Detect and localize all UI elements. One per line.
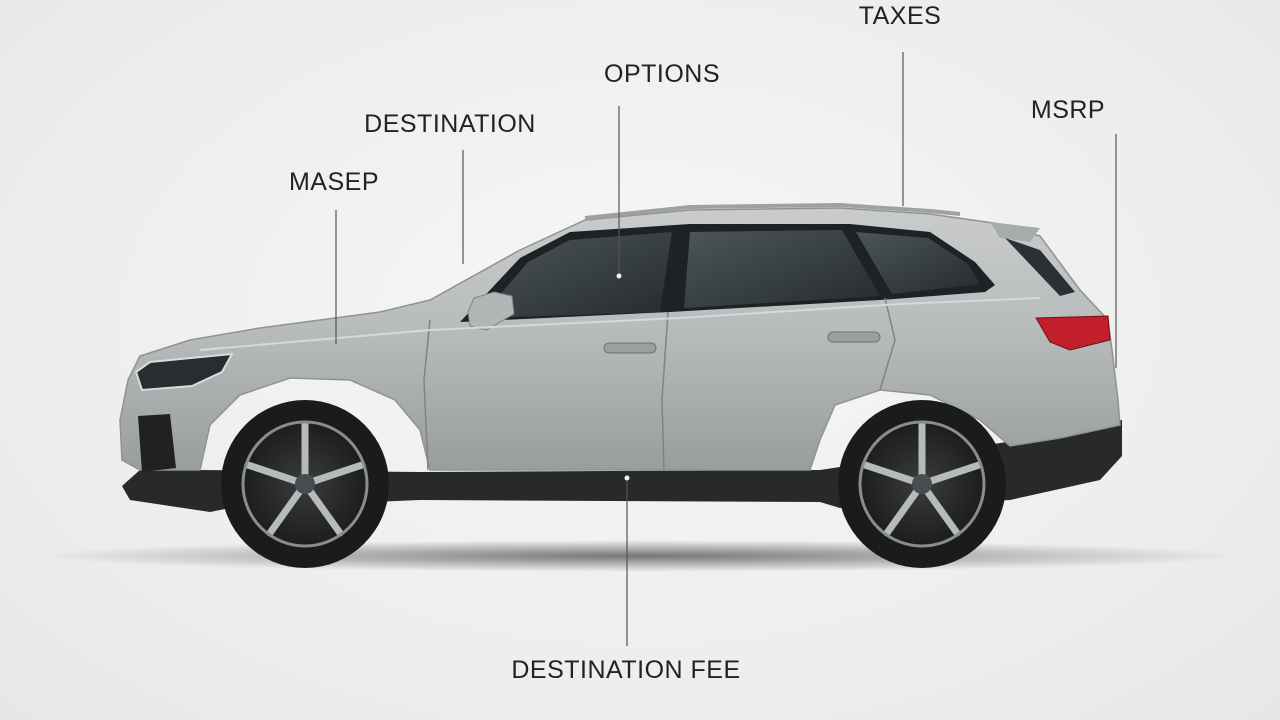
roof-spoiler [990,222,1040,242]
door-line-mid [661,311,669,471]
marker-dot-destination-fee [624,475,630,481]
quarter-window [856,232,980,294]
rear-glass [1005,238,1075,296]
label-destination-fee: DESTINATION FEE [511,656,741,684]
door-line-rear [879,297,896,391]
label-options: OPTIONS [603,60,721,88]
door-line-front [423,319,431,471]
label-destination: DESTINATION [364,110,536,138]
door-handle-front [603,342,657,354]
rear-wheel [838,400,1006,568]
label-msrp: MSRP [1030,96,1106,124]
label-taxes: TAXES [858,2,942,30]
rear-window [684,230,880,308]
front-grille [138,414,176,472]
roof-rail [584,202,961,220]
label-masep: MASEP [288,168,380,196]
ground-shadow [40,540,1240,572]
door-handle-rear [827,331,881,343]
tail-light [1035,315,1111,351]
front-window [480,232,672,318]
marker-dot-options [616,273,622,279]
headlight [134,352,234,392]
front-wheel [221,400,389,568]
shoulder-crease [199,297,1041,351]
